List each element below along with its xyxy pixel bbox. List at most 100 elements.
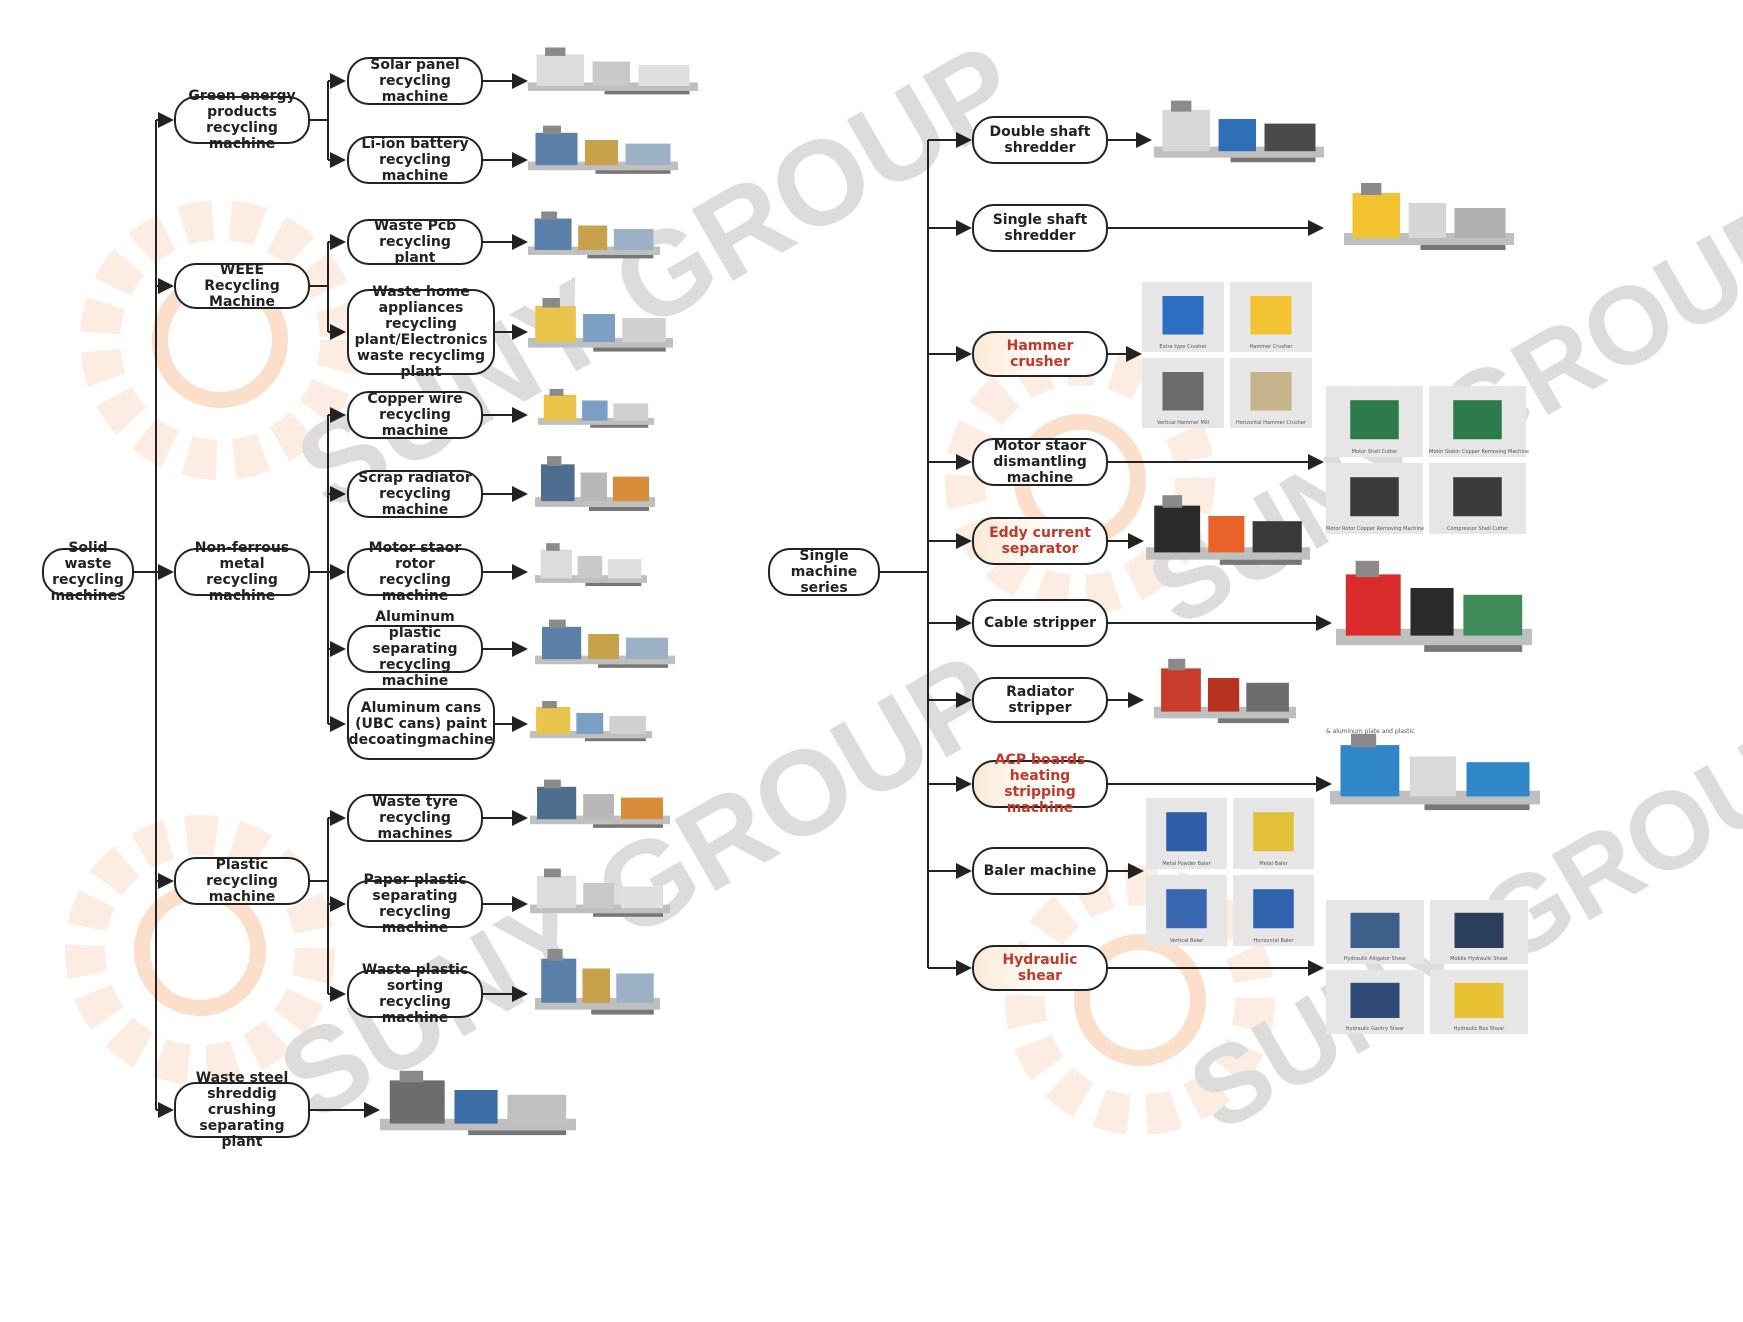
photo-waste-pcb-recycling-plan-hopper xyxy=(541,211,558,220)
node-green-energy-products-recycling-machine: Green energy products recycling machine xyxy=(174,88,310,152)
node-label: Copper wire recycling machine xyxy=(367,391,463,439)
node-label: Waste home appliances recycling plant/El… xyxy=(354,284,488,380)
node-label: Single machine series xyxy=(790,548,858,596)
photo-aluminum-plastic-separat-conveyor xyxy=(598,664,668,668)
photo-hammer-crusher-machine xyxy=(1250,372,1292,411)
node-label: Single shaft shredder xyxy=(992,212,1088,244)
photo-eddy-current-separator-unit xyxy=(1208,516,1245,553)
photo-double-shaft-shredder-hopper xyxy=(1171,100,1192,112)
photo-single-shaft-shredder-unit xyxy=(1408,203,1446,238)
node-label: Motor staor dismantling machine xyxy=(993,438,1087,486)
photo-scrap-radiator-recycling-base xyxy=(535,497,655,507)
node-label: Hammer crusher xyxy=(1006,338,1074,370)
photo-radiator-stripper-base xyxy=(1154,706,1296,719)
photo-cable-stripper-unit xyxy=(1410,588,1454,636)
node-plastic-recycling-machine: Plastic recycling machine xyxy=(174,857,310,905)
node-waste-tyre-recycling-machines: Waste tyre recycling machines xyxy=(347,794,483,842)
photo-waste-plastic-sorting-re-hopper xyxy=(547,948,563,961)
photo-motor-staor-rotor-recycl-conveyor xyxy=(585,582,642,587)
photo-caption: Mobile Hydraulic Shear xyxy=(1450,956,1508,962)
photo-aluminum-plastic-separat-unit xyxy=(626,637,668,660)
photo-aluminum-cans-ubc-cans-p-base xyxy=(530,731,652,739)
photo-solar-panel-recycling-ma-conveyor xyxy=(604,90,690,95)
photo-paper-plastic-separating-unit xyxy=(621,886,663,909)
photo-solar-panel-recycling-ma-unit xyxy=(592,61,630,86)
photo-baler-machine-machine xyxy=(1166,812,1207,852)
node-label: Waste steel shreddig crushing separating… xyxy=(195,1070,289,1150)
photo-aluminum-cans-ubc-cans-p-hopper xyxy=(542,701,557,709)
photo-double-shaft-shredder-unit xyxy=(1162,109,1211,152)
photo-double-shaft-shredder-unit xyxy=(1264,123,1316,152)
photo-acp-stripping-machine-conveyor xyxy=(1424,804,1530,811)
photo-caption: Extra type Crusher xyxy=(1159,344,1207,350)
photo-radiator-stripper-conveyor xyxy=(1217,718,1289,724)
photo-copper-wire-recycling-ma-unit xyxy=(582,400,608,421)
node-label: Non-ferrous metal recycling machine xyxy=(194,540,290,604)
photo-hammer-crusher-machine xyxy=(1162,372,1204,411)
node-waste-plastic-sorting-recycling-machine: Waste plastic sorting recycling machine xyxy=(347,962,483,1026)
photo-waste-plastic-sorting-re-unit xyxy=(616,973,654,1003)
photo-scrap-radiator-recycling-conveyor xyxy=(589,506,649,512)
photo-scrap-radiator-recycling-unit xyxy=(580,472,607,502)
photo-caption: Hydraulic Alligator Shear xyxy=(1343,956,1407,962)
photo-acp-stripping-machine-unit xyxy=(1340,745,1400,797)
node-label: WEEE Recycling Machine xyxy=(204,262,280,310)
photo-single-shaft-shredder-conveyor xyxy=(1420,245,1506,250)
photo-steel-shredding-plant-unit xyxy=(507,1094,567,1124)
photo-waste-home-appliances-re-base xyxy=(528,338,673,348)
photo-motor-staor-rotor-recycl-unit xyxy=(577,556,603,579)
node-double-shaft-shredder: Double shaft shredder xyxy=(972,116,1108,164)
node-label: Radiator stripper xyxy=(1006,684,1074,716)
photo-motor-staor-rotor-recycl-unit xyxy=(607,559,642,579)
node-solid-waste-recycling-machines: Solid waste recycling machines xyxy=(42,540,134,604)
photo-caption: Motor Shell Cutter xyxy=(1351,449,1398,455)
node-aluminum-cans-ubc-cans-paint-decoatingma: Aluminum cans (UBC cans) paint decoating… xyxy=(347,688,495,760)
photo-caption: Hydraulic Gantry Shear xyxy=(1345,1026,1405,1032)
photo-baler-machine-machine xyxy=(1253,889,1294,929)
photo-hammer-crusher-machine xyxy=(1250,296,1292,335)
photo-aluminum-cans-ubc-cans-p-unit xyxy=(536,707,571,734)
node-label: Cable stripper xyxy=(983,615,1097,631)
photo-li-ion-battery-recycling-unit xyxy=(585,140,618,166)
photo-motor-staor-rotor-recycl-hopper xyxy=(546,543,560,551)
photo-scrap-radiator-recycling-hopper xyxy=(547,456,562,466)
photo-waste-tyre-recycling-mac-unit xyxy=(537,786,577,820)
node-paper-plastic-separating-recycling-machi: Paper plastic separating recycling machi… xyxy=(347,872,483,936)
photo-waste-plastic-sorting-re-unit xyxy=(582,968,610,1003)
node-single-machine-series: Single machine series xyxy=(768,548,880,596)
node-label: Solar panel recycling machine xyxy=(370,57,460,105)
node-label: ACP boards heating stripping machine xyxy=(994,752,1086,816)
node-motor-staor-rotor-recycling-machine: Motor staor rotor recycling machine xyxy=(347,540,483,604)
photo-acp-stripping-machine-hopper xyxy=(1351,733,1377,748)
photo-aluminum-cans-ubc-cans-p-unit xyxy=(576,713,604,734)
photo-caption: Vertical Hammer Mill xyxy=(1156,420,1210,426)
photo-waste-pcb-recycling-plan-unit xyxy=(534,218,572,250)
photo-waste-home-appliances-re-unit xyxy=(535,306,576,342)
node-hydraulic-shear: Hydraulic shear xyxy=(972,945,1108,991)
node-acp-boards-heating-stripping-machine: ACP boards heating stripping machine xyxy=(972,752,1108,816)
node-label: Scrap radiator recycling machine xyxy=(358,470,472,518)
node-single-shaft-shredder: Single shaft shredder xyxy=(972,204,1108,252)
photo-steel-shredding-plant-base xyxy=(380,1118,576,1131)
photo-baler-machine-machine xyxy=(1253,812,1294,852)
photo-copper-wire-recycling-ma-unit xyxy=(613,403,649,421)
node-label: Waste plastic sorting recycling machine xyxy=(361,962,469,1026)
node-label: Green energy products recycling machine xyxy=(188,88,296,152)
photo-waste-tyre-recycling-mac-hopper xyxy=(544,779,561,789)
node-solar-panel-recycling-machine: Solar panel recycling machine xyxy=(347,57,483,105)
node-scrap-radiator-recycling-machine: Scrap radiator recycling machine xyxy=(347,470,483,518)
photo-caption: Horizontal Hammer Crusher xyxy=(1235,420,1307,426)
photo-aluminum-plastic-separat-unit xyxy=(542,626,582,660)
photo-waste-pcb-recycling-plan-base xyxy=(528,246,660,255)
node-label: Solid waste recycling machines xyxy=(50,540,126,604)
photo-waste-plastic-sorting-re-unit xyxy=(541,958,577,1003)
photo-copper-wire-recycling-ma-conveyor xyxy=(590,424,649,428)
photo-waste-tyre-recycling-mac-base xyxy=(530,815,670,825)
photo-solar-panel-recycling-ma-base xyxy=(528,82,698,91)
node-label: Paper plastic separating recycling machi… xyxy=(363,872,467,936)
photo-caption: Compressor Shell Cutter xyxy=(1446,526,1509,532)
photo-eddy-current-separator-unit xyxy=(1154,505,1201,553)
photo-caption: Motor Stator Copper Removing Machine xyxy=(1429,449,1529,455)
photo-li-ion-battery-recycling-conveyor xyxy=(595,170,671,174)
node-label: Waste tyre recycling machines xyxy=(371,794,458,842)
